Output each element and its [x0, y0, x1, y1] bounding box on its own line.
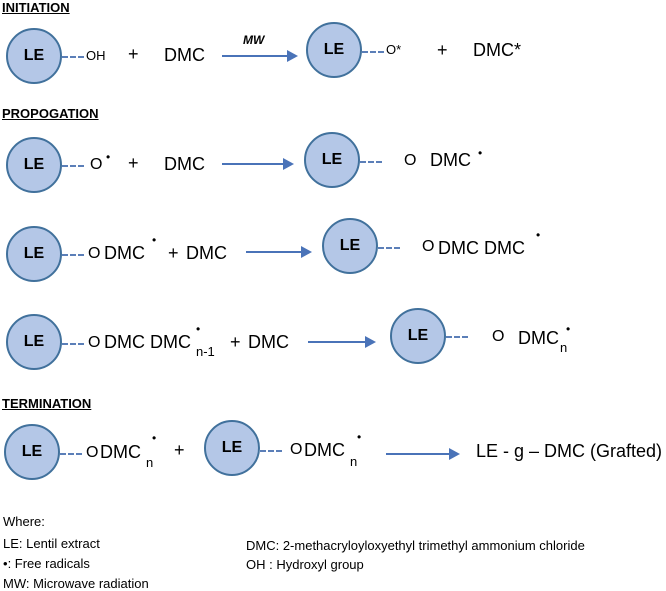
dmc-label: DMC: [518, 328, 559, 348]
reaction-arrow: [386, 448, 460, 460]
dmc-label: DMC: [430, 150, 471, 170]
dmc-label: DMC: [104, 243, 145, 263]
oxygen-label: O: [290, 441, 303, 458]
bond-dash: [378, 247, 400, 249]
dmc-label: DMC DMC: [438, 238, 525, 258]
oxygen-label: O: [404, 152, 417, 169]
radical-dot: •: [152, 233, 157, 247]
plus-sign: +: [128, 44, 139, 64]
radical-dot: •: [3, 556, 8, 571]
reaction-arrow: [222, 158, 294, 170]
circle-label: LE: [23, 47, 45, 64]
legend-radicals-text: : Free radicals: [7, 556, 90, 571]
reaction-arrow: [308, 336, 376, 348]
radical-dot: •: [536, 228, 541, 242]
radical-dot: •: [357, 430, 362, 444]
legend-dmc: DMC: 2-methacryloyloxyethyl trimethyl am…: [246, 538, 585, 553]
legend-mw: MW: Microwave radiation: [3, 576, 149, 591]
dmc-label: DMC: [164, 154, 205, 174]
plus-sign: +: [128, 153, 139, 173]
dmc-radical-label: DMC*: [473, 40, 521, 60]
bond-dash: [62, 343, 84, 345]
lentil-extract-circle: LE: [6, 226, 62, 282]
dmc-label: DMC: [304, 440, 345, 460]
plus-sign: +: [230, 332, 241, 352]
oxygen-radical-label: O*: [386, 42, 402, 57]
legend-radicals: •: Free radicals: [3, 556, 90, 571]
bond-dash: [60, 453, 82, 455]
arrow-label-mw: MW: [243, 33, 265, 47]
subscript-label: n: [146, 455, 154, 470]
plus-sign: +: [168, 243, 179, 263]
lentil-extract-circle: LE: [6, 314, 62, 370]
dmc-label: DMC DMC: [104, 332, 191, 352]
grafted-product-label: LE - g – DMC (Grafted): [476, 441, 663, 461]
subscript-label: n: [560, 340, 568, 355]
radical-dot: •: [152, 431, 157, 445]
subscript-label: n: [350, 454, 358, 469]
circle-label: LE: [407, 327, 429, 344]
circle-label: LE: [339, 237, 361, 254]
bond-dash: [360, 161, 382, 163]
dmc-label: DMC: [164, 45, 205, 65]
heading-propogation: PROPOGATION: [2, 106, 99, 121]
lentil-extract-circle: LE: [6, 137, 62, 193]
dmc-label: DMC: [186, 243, 227, 263]
plus-sign: +: [174, 440, 185, 460]
lentil-extract-circle: LE: [390, 308, 446, 364]
legend-le: LE: Lentil extract: [3, 536, 100, 551]
heading-initiation: INITIATION: [2, 0, 70, 15]
reaction-arrow: [222, 50, 298, 62]
circle-label: LE: [221, 439, 243, 456]
circle-label: LE: [323, 41, 345, 58]
dmc-label: DMC: [100, 442, 141, 462]
lentil-extract-circle: LE: [306, 22, 362, 78]
oxygen-label: O: [422, 238, 435, 255]
lentil-extract-circle: LE: [322, 218, 378, 274]
plus-sign: +: [437, 40, 448, 60]
bond-dash: [62, 165, 84, 167]
subscript-label: n-1: [196, 344, 215, 359]
radical-dot: •: [566, 322, 571, 336]
oxygen-label: O: [88, 245, 101, 262]
oxygen-label: O: [492, 328, 505, 345]
legend-where: Where:: [3, 514, 45, 529]
lentil-extract-circle: LE: [4, 424, 60, 480]
oxygen-label: O: [88, 334, 101, 351]
lentil-extract-circle: LE: [6, 28, 62, 84]
lentil-extract-circle: LE: [304, 132, 360, 188]
radical-dot: •: [478, 146, 483, 160]
bond-dash: [362, 51, 384, 53]
bond-dash: [446, 336, 468, 338]
circle-label: LE: [23, 333, 45, 350]
oxygen-label: O: [86, 444, 99, 461]
lentil-extract-circle: LE: [204, 420, 260, 476]
dmc-label: DMC: [248, 332, 289, 352]
heading-termination: TERMINATION: [2, 396, 92, 411]
circle-label: LE: [23, 156, 45, 173]
radical-dot: •: [106, 150, 111, 164]
bond-dash: [62, 56, 84, 58]
circle-label: LE: [321, 151, 343, 168]
legend-oh: OH : Hydroxyl group: [246, 557, 364, 572]
circle-label: LE: [21, 443, 43, 460]
reaction-arrow: [246, 246, 312, 258]
bond-dash: [62, 254, 84, 256]
hydroxyl-label: OH: [86, 48, 106, 63]
bond-dash: [260, 450, 282, 452]
circle-label: LE: [23, 245, 45, 262]
radical-dot: •: [196, 322, 201, 336]
oxygen-label: O: [90, 156, 103, 173]
